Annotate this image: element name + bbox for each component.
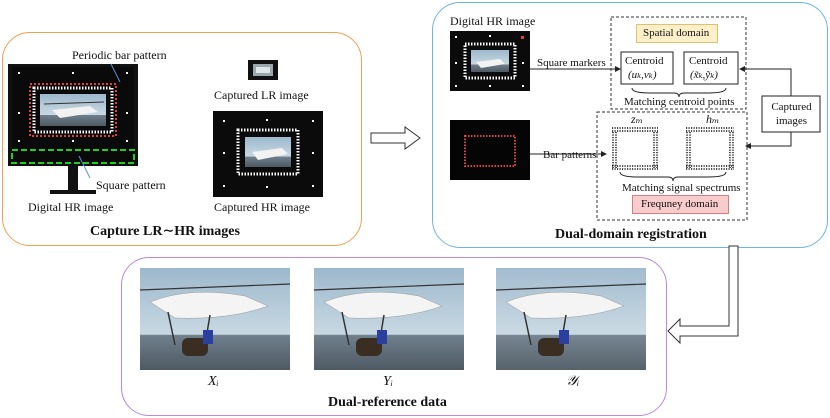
centroid-a-label: Centroid	[625, 55, 664, 67]
signal-zm	[610, 126, 660, 170]
captured-lr-label: Captured LR image	[214, 88, 309, 102]
digital-hr-image-thumbnail	[450, 31, 530, 91]
bar-patterns-label: Bar patterns	[543, 149, 597, 161]
registration-digital-hr-label: Digital HR image	[450, 14, 536, 28]
registration-panel-title: Dual-domain registration	[555, 227, 707, 242]
image-ycal	[495, 268, 647, 370]
monitor-icon	[8, 64, 138, 194]
yi-label: Yᵢ	[383, 374, 394, 389]
matching-centroid-label: Matching centroid points	[624, 96, 735, 108]
square-markers-label: Square markers	[537, 57, 606, 69]
periodic-bar-label: Periodic bar pattern	[72, 48, 167, 62]
xi-label: Xᵢ	[208, 374, 219, 389]
zm-label: zₘ	[631, 112, 644, 126]
square-pattern-label: Square pattern	[96, 178, 166, 192]
frequency-domain-badge	[632, 195, 729, 214]
centroid-a-coords: (uₖ,vₖ)	[628, 69, 657, 81]
captured-lr-thumbnail	[248, 60, 278, 80]
image-yi	[313, 268, 465, 370]
spatial-domain-label: Spatial domain	[643, 27, 710, 39]
captured-images-label: Captured images	[771, 101, 812, 127]
bar-pattern-thumbnail	[450, 120, 530, 180]
centroid-b-label: Centroid	[689, 55, 728, 67]
signal-hm	[684, 126, 736, 170]
captured-images-box: Captured images	[763, 97, 820, 132]
reference-panel-title: Dual-reference data	[328, 395, 447, 410]
digital-hr-label: Digital HR image	[28, 200, 114, 214]
image-xi	[139, 268, 291, 370]
captured-hr-thumbnail	[213, 111, 323, 197]
arrow-down-left-icon	[667, 245, 739, 345]
centroid-b-coords: (x̃ₖ,ỹₖ)	[690, 69, 718, 81]
frequency-domain-label: Frequney domain	[641, 198, 719, 210]
matching-signal-label: Matching signal spectrums	[622, 182, 741, 194]
arrow-right-icon	[370, 126, 421, 150]
hm-label: hₘ	[706, 112, 720, 126]
capture-panel-title: Capture LR∼HR images	[90, 224, 240, 239]
captured-hr-label: Captured HR image	[214, 200, 310, 214]
spatial-domain-badge	[636, 24, 718, 43]
ycal-label: 𝒴ᵢ	[566, 374, 580, 389]
